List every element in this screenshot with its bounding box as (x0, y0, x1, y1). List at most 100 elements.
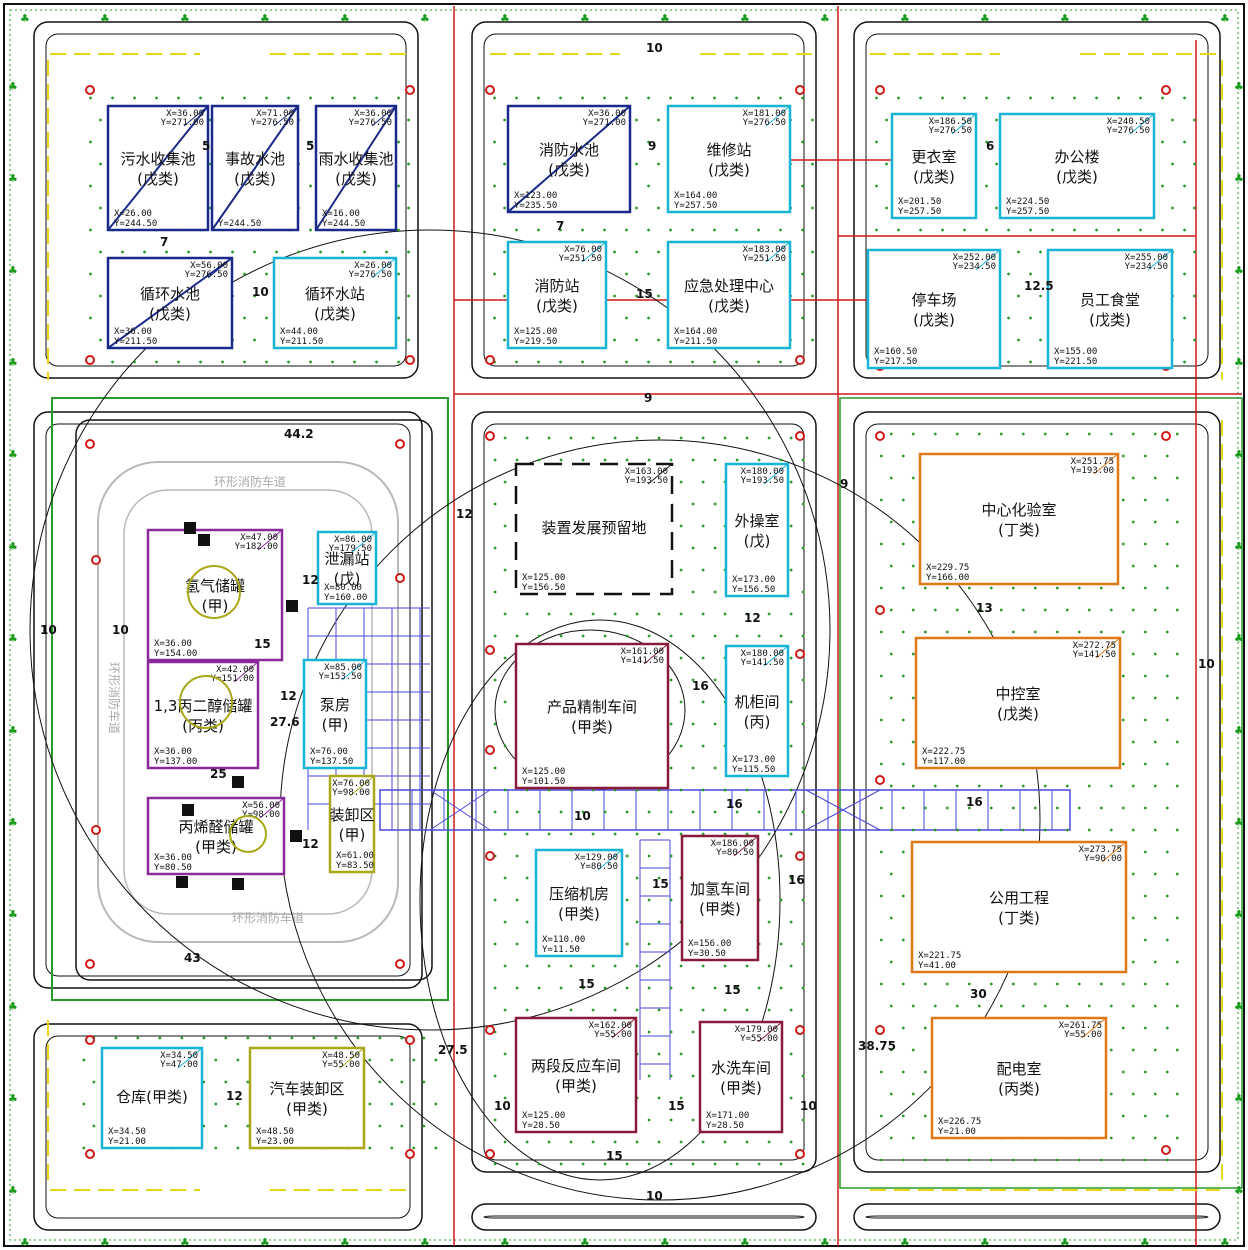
building-coord-y2: Y=257.50 (674, 201, 717, 211)
landscape-dot (691, 1162, 695, 1166)
building-coord-y2: Y=156.50 (732, 585, 775, 595)
landscape-dot (897, 96, 900, 100)
landscape-dot (1143, 850, 1147, 854)
landscape-dot (581, 360, 584, 364)
building-coord-x1: X=163.00 (625, 467, 668, 477)
tree-icon: ♣ (1234, 632, 1244, 645)
landscape-dot (221, 96, 224, 100)
building-coord-x1: X=56.00 (242, 801, 280, 811)
landscape-dot (801, 272, 804, 276)
landscape-dot (503, 1008, 507, 1012)
landscape-dot (1175, 1048, 1179, 1052)
landscape-dot (1077, 630, 1081, 634)
landscape-dot (1171, 162, 1174, 166)
landscape-dot (503, 294, 506, 298)
landscape-dot (647, 1118, 651, 1122)
landscape-dot (603, 458, 607, 462)
building-class: (丙类) (998, 1080, 1040, 1098)
building-coord-x2: X=164.00 (674, 191, 717, 201)
building-coord-x1: X=36.00 (166, 109, 204, 119)
dimension-label: 43 (184, 951, 201, 965)
landscape-dot (901, 630, 905, 634)
landscape-dot (801, 1118, 805, 1122)
dimension-label: 10 (1198, 657, 1215, 671)
landscape-dot (801, 722, 805, 726)
landscape-dot (789, 612, 793, 616)
coord-marker (339, 1047, 365, 1069)
building-class: (戊类) (913, 311, 955, 329)
landscape-dot (923, 982, 927, 986)
landscape-dot (199, 360, 202, 364)
landscape-dot (1065, 432, 1069, 436)
landscape-dot (945, 1158, 949, 1162)
landscape-dot (691, 810, 695, 814)
landscape-dot (1143, 630, 1147, 634)
landscape-dot (1143, 1026, 1147, 1030)
tree-icon: ♣ (500, 1236, 510, 1249)
landscape-dot (613, 436, 617, 440)
landscape-dot (999, 784, 1003, 788)
landscape-dot (941, 228, 944, 232)
landscape-dot (1121, 762, 1125, 766)
dimension-label: 9 (648, 139, 656, 153)
landscape-dot (1099, 982, 1103, 986)
landscape-dot (625, 96, 628, 100)
landscape-dot (889, 1092, 893, 1096)
landscape-dot (547, 964, 551, 968)
landscape-dot (767, 876, 771, 880)
landscape-dot (1117, 228, 1120, 232)
landscape-dot (1193, 338, 1196, 342)
landscape-dot (679, 612, 683, 616)
landscape-dot (955, 608, 959, 612)
landscape-dot (789, 788, 793, 792)
tree-icon: ♣ (1060, 1236, 1070, 1249)
landscape-dot (713, 722, 717, 726)
building-coord-y2: Y=257.50 (898, 207, 941, 217)
landscape-dot (99, 162, 102, 166)
landscape-dot (559, 634, 563, 638)
landscape-dot (679, 700, 683, 704)
landscape-dot (889, 1048, 893, 1052)
building-coord-y1: Y=271.00 (583, 118, 626, 128)
fire-hydrant-icon (875, 775, 885, 785)
landscape-dot (875, 184, 878, 188)
landscape-dot (789, 524, 793, 528)
landscape-dot (647, 1162, 651, 1166)
fire-hydrant-icon (405, 85, 415, 95)
landscape-dot (1099, 806, 1103, 810)
landscape-dot (1153, 828, 1157, 832)
landscape-dot (515, 96, 518, 100)
dimension-label: 12 (226, 1089, 243, 1103)
landscape-dot (911, 652, 915, 656)
landscape-dot (1087, 432, 1091, 436)
landscape-dot (1131, 652, 1135, 656)
fire-hydrant-icon (485, 431, 495, 441)
landscape-dot (945, 586, 949, 590)
building-outline (328, 774, 376, 874)
landscape-dot (1029, 272, 1032, 276)
landscape-dot (635, 1008, 639, 1012)
landscape-dot (309, 184, 312, 188)
building-coord-x1: X=76.00 (332, 779, 370, 789)
building-coord-y1: Y=234.50 (953, 262, 996, 272)
landscape-dot (801, 96, 804, 100)
landscape-dot (1139, 96, 1142, 100)
landscape-dot (879, 982, 883, 986)
landscape-dot (989, 982, 993, 986)
landscape-dot (901, 982, 905, 986)
landscape-dot (1029, 96, 1032, 100)
building-coord-y1: Y=80.50 (580, 862, 618, 872)
pipe-x2 (429, 789, 491, 831)
building-coord-y1: Y=276.50 (251, 118, 294, 128)
landscape-dot (901, 674, 905, 678)
landscape-dot (434, 1146, 438, 1150)
landscape-dot (879, 630, 883, 634)
landscape-dot (647, 96, 650, 100)
landscape-dot (1033, 982, 1037, 986)
landscape-dot (789, 876, 793, 880)
landscape-dot (581, 810, 585, 814)
landscape-dot (1043, 608, 1047, 612)
landscape-dot (801, 766, 805, 770)
